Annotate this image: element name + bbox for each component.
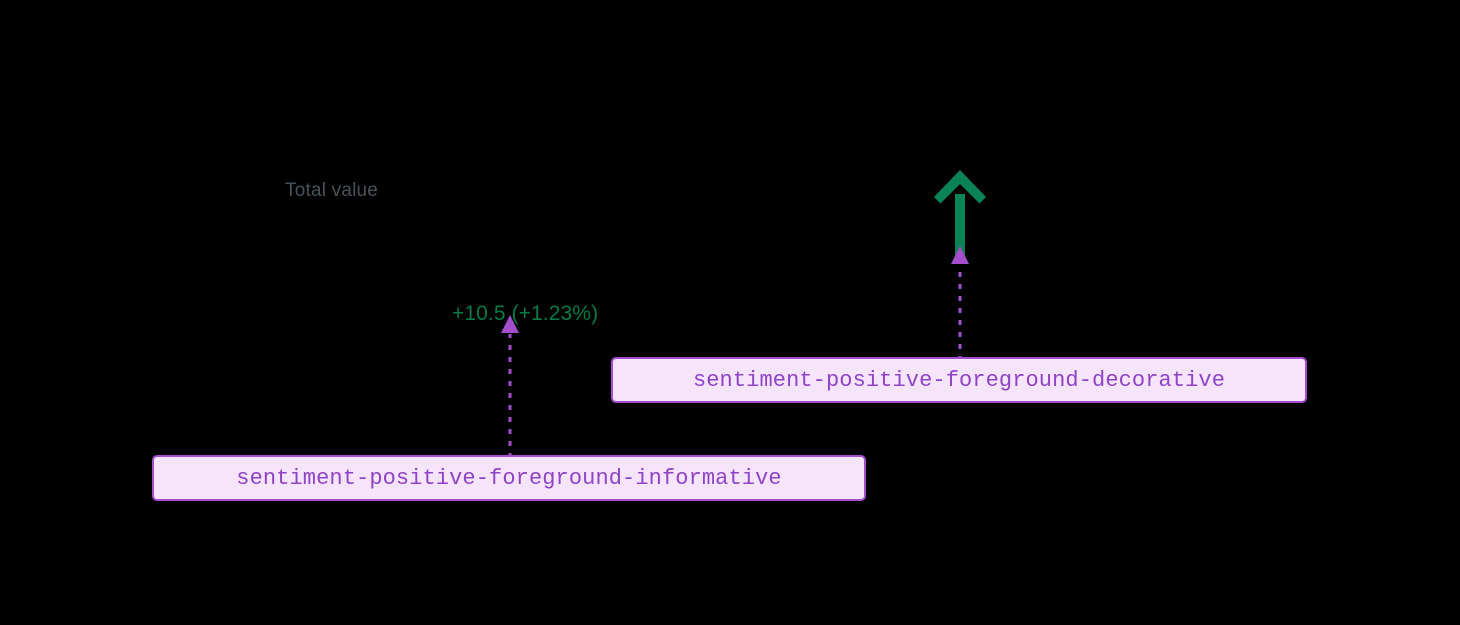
metric-caption: Total value [285,180,379,201]
connector-line-informative [501,315,519,458]
arrow-up-icon [934,170,986,256]
delta-value-label: +10.5 (+1.23%) [452,302,599,325]
connector-line-decorative [951,246,969,361]
token-callout-decorative[interactable]: sentiment-positive-foreground-decorative [611,357,1307,403]
token-callout-informative[interactable]: sentiment-positive-foreground-informativ… [152,455,866,501]
